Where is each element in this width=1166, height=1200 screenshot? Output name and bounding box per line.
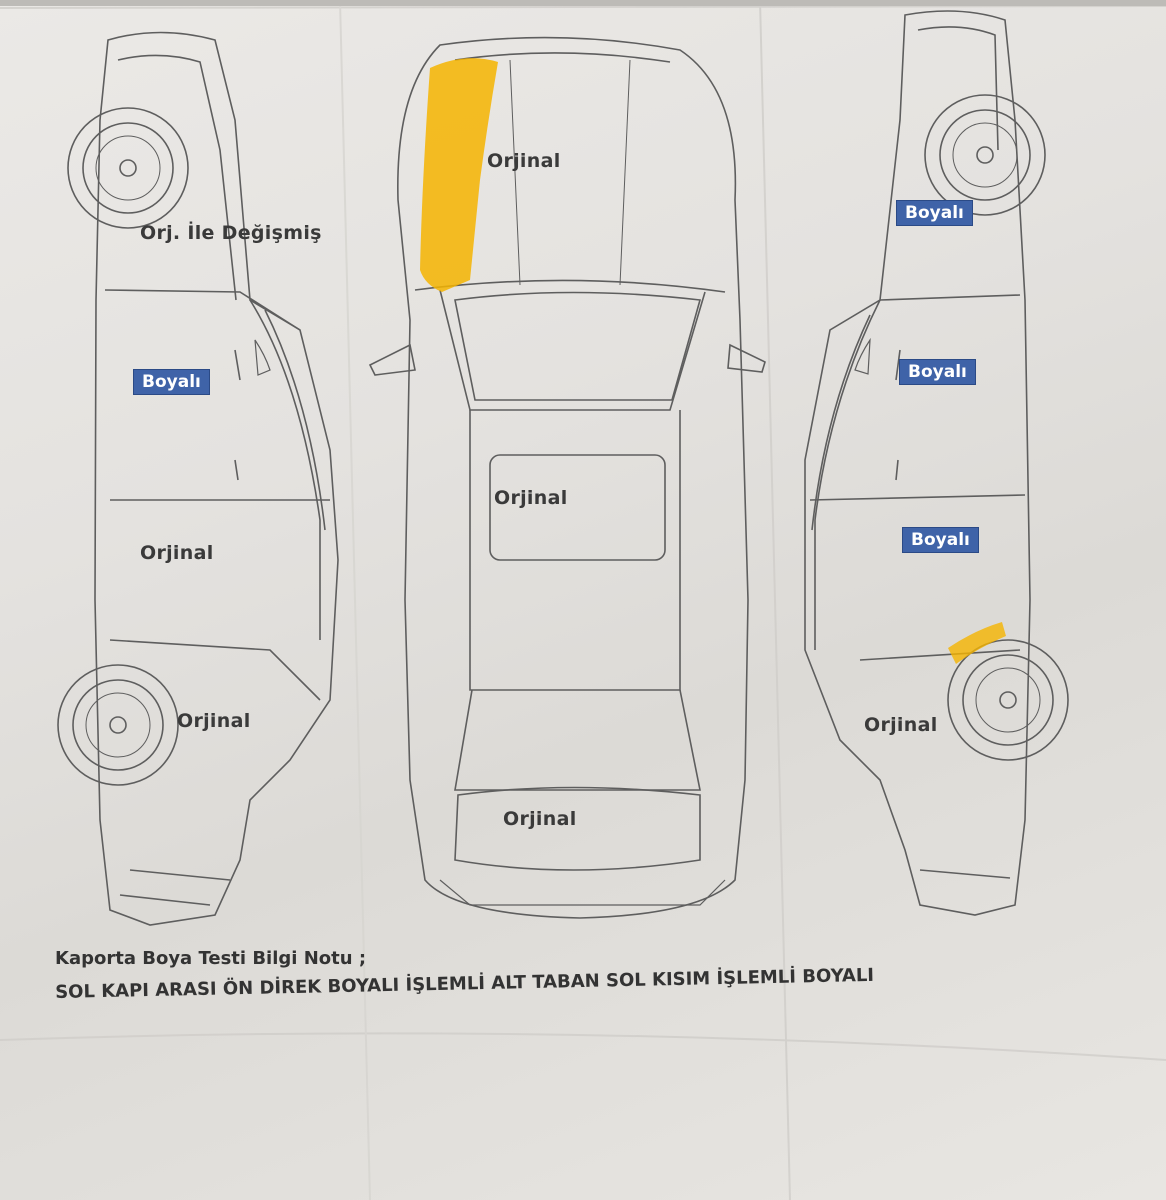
right-rear-fender-label: Orjinal <box>864 714 938 736</box>
notes-heading: Kaporta Boya Testi Bilgi Notu ; <box>55 948 367 969</box>
trunk-label: Orjinal <box>503 808 577 830</box>
hood-label: Orjinal <box>487 150 561 172</box>
roof-label: Orjinal <box>494 487 568 509</box>
highlight-rear-sill <box>948 622 1006 664</box>
right-front-door-tag: Boyalı <box>899 359 976 385</box>
top-view <box>368 36 766 919</box>
right-side-view <box>804 10 1069 916</box>
right-front-fender-tag: Boyalı <box>896 200 973 226</box>
left-rear-door-label: Orjinal <box>140 542 214 564</box>
highlight-left-a-pillar <box>420 58 498 293</box>
left-rear-fender-label: Orjinal <box>177 710 251 732</box>
left-front-fender-label: Orj. İle Değişmiş <box>140 222 322 244</box>
top-edge-line <box>0 0 1166 6</box>
right-rear-door-tag: Boyalı <box>902 527 979 553</box>
left-side-view <box>57 31 339 926</box>
left-front-door-tag: Boyalı <box>133 369 210 395</box>
